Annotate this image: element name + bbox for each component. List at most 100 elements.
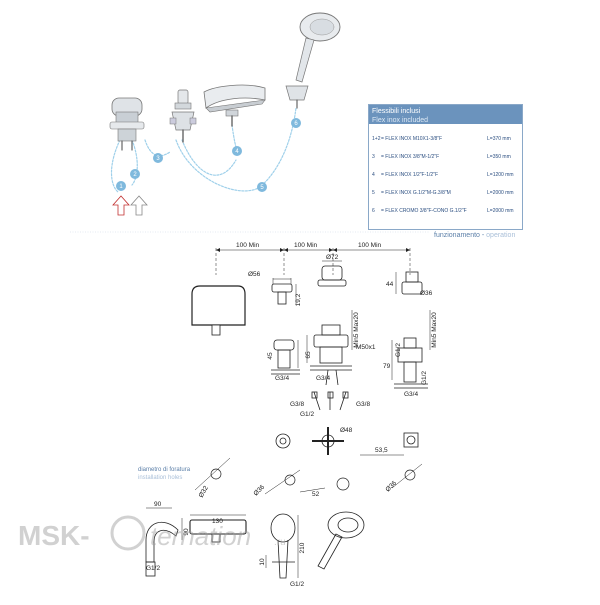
- spout-bottom-view: [145, 507, 183, 577]
- hose-code: 3: [372, 154, 375, 160]
- hose-list: 1+2 = FLEX INOX M10X1-3/8"F L=370 mm 3 =…: [369, 124, 522, 220]
- holes-it: diametro di foratura: [138, 467, 191, 473]
- dim-min5max20-a: Min5 Max20: [353, 312, 360, 348]
- hose-desc: = FLEX INOX 1/2"F-1/2"F: [381, 172, 439, 178]
- hose-length: L=350 mm: [487, 154, 511, 160]
- hose-row: 6 = FLEX CROMO 3/8"F-CONO G.1/2"F L=2000…: [372, 202, 519, 220]
- dim-g12-e: G1/2: [290, 581, 304, 588]
- hot-inlet-arrow: [112, 195, 130, 216]
- dim-44: 44: [386, 281, 394, 288]
- cross-handle-view: [275, 427, 419, 456]
- dim-m50x1: M50x1: [356, 344, 376, 351]
- cold-inlet-arrow: [130, 195, 148, 216]
- dim-45: 45: [267, 352, 274, 360]
- operation-sep: -: [479, 232, 487, 239]
- callout-label: 4: [235, 149, 239, 155]
- dim-d36c: Ø36: [384, 480, 398, 494]
- spout-block-bottom-view: [189, 514, 247, 543]
- product-illustration: 1 2 3 4 5 6: [109, 12, 341, 216]
- dim-g12-d: G1/2: [146, 565, 160, 572]
- operation-it: funzionamento: [434, 232, 480, 239]
- spout-3d: [203, 84, 266, 127]
- callout-markers: 1 2 3 4 5 6: [116, 118, 301, 192]
- hose-row: 1+2 = FLEX INOX M10X1-3/8"F L=370 mm: [372, 130, 519, 148]
- hose-length: L=370 mm: [487, 136, 511, 142]
- installation-holes-caption: diametro di foratura installation holes: [138, 466, 190, 482]
- dim-65: 65: [305, 351, 312, 359]
- diverter-section-view: [391, 310, 431, 389]
- panel-header: Flessibili inclusi Flex inox included: [369, 105, 522, 124]
- panel-subtitle: Flex inox included: [372, 117, 429, 124]
- dim-210: 210: [299, 542, 306, 553]
- flex-hoses: [110, 107, 297, 193]
- hose-length: L=2000 mm: [487, 190, 514, 196]
- hose-length: L=1200 mm: [487, 172, 514, 178]
- callout-label: 3: [156, 156, 160, 162]
- operation-caption: funzionamento - operation: [434, 232, 515, 239]
- watermark-left-text: MSK-: [18, 520, 90, 551]
- dim-g38-a: G3/8: [290, 401, 304, 408]
- dim-79: 79: [383, 363, 391, 370]
- dim-d32: Ø32: [198, 485, 210, 499]
- dim-d36a: Ø36: [420, 290, 433, 297]
- panel-title: Flessibili inclusi: [372, 108, 421, 115]
- dim-g12-a: G1/2: [395, 343, 402, 357]
- hose-code: 5: [372, 190, 375, 196]
- handshower-dim-view: [265, 513, 299, 579]
- dim-d48: Ø48: [340, 427, 353, 434]
- watermark-suffix: .ru: [274, 537, 286, 548]
- handshower-perspective: [317, 511, 365, 570]
- hose-row: 4 = FLEX INOX 1/2"F-1/2"F L=1200 mm: [372, 166, 519, 184]
- hose-desc: = FLEX CROMO 3/8"F-CONO G.1/2"F: [381, 208, 467, 214]
- knob-section-view: [271, 339, 300, 375]
- handle-knob-view: [271, 278, 297, 305]
- callout-6: 6: [291, 118, 301, 128]
- hose-desc: = FLEX INOX 3/8"M-1/2"F: [381, 154, 440, 160]
- diverter-3d: [169, 89, 197, 143]
- spacing-label-1: 100 Min: [236, 242, 260, 249]
- callout-5: 5: [257, 182, 267, 192]
- dimension-drawing: [145, 248, 431, 579]
- dim-g34-a: G3/4: [275, 375, 289, 382]
- hose-connectors: [311, 391, 349, 411]
- callout-label: 6: [294, 121, 298, 127]
- diverter-top-view: [395, 271, 423, 295]
- watermark: MSK- ternation .ru: [18, 515, 286, 551]
- spout-side-view: [191, 285, 246, 336]
- dim-g12-c: G1/2: [300, 411, 314, 418]
- spacing-dimensions: [215, 248, 411, 275]
- callout-label: 1: [119, 184, 123, 190]
- dim-g12-b: G1/2: [421, 371, 428, 385]
- spacing-label-3: 100 Min: [358, 242, 382, 249]
- callout-label: 2: [133, 172, 137, 178]
- dim-min5max20-b: Min5 Max20: [431, 312, 438, 348]
- hose-length: L=2000 mm: [487, 208, 514, 214]
- callout-4: 4: [232, 146, 242, 156]
- hose-code: 6: [372, 208, 375, 214]
- callout-label: 5: [260, 185, 264, 191]
- hose-desc: = FLEX INOX G.1/2"M-G.3/8"M: [381, 190, 451, 196]
- dim-19-2: 19,2: [295, 293, 302, 306]
- installation-holes: [194, 457, 423, 495]
- handshower-3d: [285, 12, 341, 109]
- dim-90-a: 90: [154, 501, 162, 508]
- dim-52: 52: [312, 491, 320, 498]
- hose-row: 5 = FLEX INOX G.1/2"M-G.3/8"M L=2000 mm: [372, 184, 519, 202]
- included-hoses-panel: Flessibili inclusi Flex inox included 1+…: [368, 104, 523, 230]
- hose-code: 1+2: [372, 136, 381, 142]
- hose-desc: = FLEX INOX M10X1-3/8"F: [381, 136, 443, 142]
- callout-1: 1: [116, 181, 126, 191]
- callout-3: 3: [153, 153, 163, 163]
- mixer-top-view: [317, 260, 347, 287]
- hose-code: 4: [372, 172, 375, 178]
- watermark-right-text: ternation: [150, 521, 251, 551]
- dim-g34-c: G3/4: [404, 391, 418, 398]
- holes-en: installation holes: [138, 475, 183, 481]
- dim-g34-b: G3/4: [316, 375, 330, 382]
- mixer-section-view: [306, 310, 353, 386]
- dimension-labels: 100 Min 100 Min 100 Min Ø72 Ø56 44 Ø36 1…: [146, 242, 438, 588]
- dim-10: 10: [259, 558, 266, 566]
- spacing-label-2: 100 Min: [294, 242, 318, 249]
